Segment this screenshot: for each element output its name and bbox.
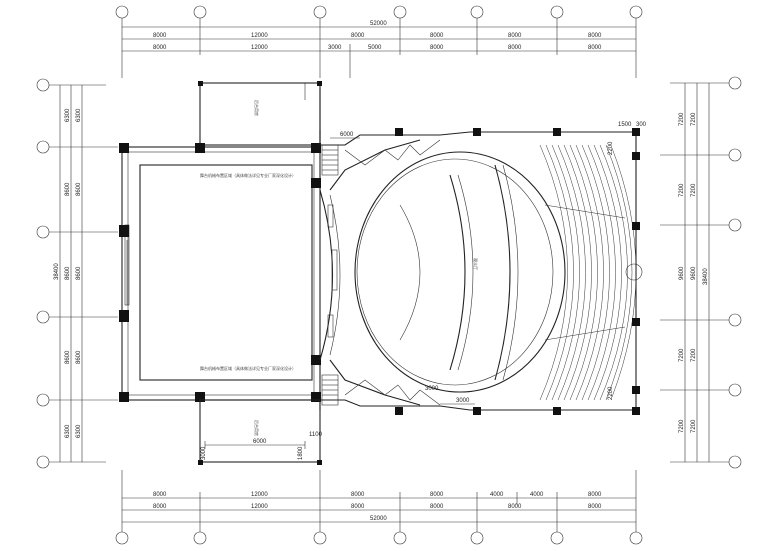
dim: 3000 bbox=[328, 45, 342, 51]
reflection-panels bbox=[327, 204, 338, 338]
left-dimension-lines bbox=[49, 84, 118, 463]
dim: 9600 bbox=[679, 266, 685, 280]
side-dim-a: 1100 bbox=[309, 432, 323, 438]
dim: 6300 bbox=[65, 108, 71, 122]
dim: 8000 bbox=[153, 492, 167, 498]
side-dim-b: 1800 bbox=[298, 446, 304, 460]
right-small-dim: 2200 bbox=[608, 141, 614, 155]
lower-dim-a: 3000 bbox=[456, 398, 470, 404]
bottom-dimension-row-2: 8000 12000 8000 8000 8000 8000 bbox=[153, 504, 602, 510]
dim: 12000 bbox=[251, 492, 268, 498]
dim: 8600 bbox=[76, 266, 82, 280]
dim: 7200 bbox=[691, 419, 697, 433]
right-dimension-lines bbox=[660, 82, 729, 463]
left-overall-dimension: 38400 bbox=[54, 263, 60, 280]
dim: 4000 bbox=[490, 492, 504, 498]
orchestra-ring: 观众厅 bbox=[354, 151, 566, 393]
dim: 6300 bbox=[76, 108, 82, 122]
top-axis-bubbles bbox=[115, 5, 643, 19]
auditorium-dimension-notes: 1500 300 2200 2200 6000 3000 3000 bbox=[330, 122, 647, 405]
seating-rows bbox=[539, 144, 637, 401]
dim: 8000 bbox=[351, 33, 365, 39]
dim: 8000 bbox=[588, 492, 602, 498]
right-dimension-segments: 7200 7200 9600 7200 7200 7200 7200 9600 … bbox=[679, 112, 697, 433]
dim: 8000 bbox=[430, 33, 444, 39]
dim: 8000 bbox=[153, 33, 167, 39]
dim: 12000 bbox=[251, 504, 268, 510]
dim: 8000 bbox=[153, 45, 167, 51]
stage-house: 舞台机械布置区域（具体做法详见专业厂家深化设计） 舞台机械布置区域（具体做法详见… bbox=[121, 146, 321, 401]
dim: 9600 bbox=[691, 266, 697, 280]
dim: 12000 bbox=[251, 45, 268, 51]
bottom-overall-dimension: 52000 bbox=[370, 516, 387, 522]
dim: 8000 bbox=[588, 33, 602, 39]
dim: 7200 bbox=[691, 183, 697, 197]
dim: 6300 bbox=[76, 424, 82, 438]
dim: 8600 bbox=[76, 350, 82, 364]
auditorium-columns bbox=[395, 128, 643, 415]
stage-top-dim: 6000 bbox=[340, 132, 354, 138]
dim: 8000 bbox=[430, 504, 444, 510]
bottom-dimension-lines bbox=[121, 470, 637, 532]
top-dimension-row-2: 8000 12000 3000 5000 8000 8000 8000 bbox=[153, 45, 602, 51]
dim: 7200 bbox=[679, 348, 685, 362]
top-backstage-room: 后台用房 bbox=[198, 81, 322, 146]
dim: 5000 bbox=[368, 45, 382, 51]
dim: 8000 bbox=[508, 504, 522, 510]
dim: 8600 bbox=[65, 350, 71, 364]
bottom-axis-bubbles bbox=[115, 531, 643, 545]
room-bottom-label: 后台用房 bbox=[254, 420, 260, 436]
stage-bottom-dim-b: 6000 bbox=[253, 439, 267, 445]
top-dimension-row-1: 8000 12000 8000 8000 8000 8000 bbox=[153, 33, 602, 39]
dim: 7200 bbox=[679, 183, 685, 197]
left-dimension-segments: 6300 8600 8600 8600 6300 6300 8600 8600 … bbox=[65, 108, 82, 438]
dim: 8600 bbox=[65, 182, 71, 196]
auditorium-outline bbox=[319, 130, 637, 411]
dim: 7200 bbox=[691, 348, 697, 362]
top-overall-dimension: 52000 bbox=[370, 21, 387, 27]
dim: 7200 bbox=[679, 112, 685, 126]
dim: 7200 bbox=[691, 112, 697, 126]
left-axis-bubbles bbox=[36, 78, 50, 469]
bottom-dimension-row-1: 8000 12000 8000 8000 4000 4000 8000 bbox=[153, 492, 602, 498]
right-top-dim: 1500 bbox=[618, 122, 632, 128]
right-small-dim-b: 2200 bbox=[608, 386, 614, 400]
dim: 7200 bbox=[679, 419, 685, 433]
dim: 8000 bbox=[430, 492, 444, 498]
balcony-edges bbox=[344, 139, 441, 406]
right-overall-dimension: 38400 bbox=[703, 268, 709, 285]
stairs-bottom bbox=[321, 374, 339, 406]
dim: 6300 bbox=[65, 424, 71, 438]
top-dimension-lines bbox=[121, 18, 637, 78]
stage-note-top: 舞台机械布置区域（具体做法详见专业厂家深化设计） bbox=[200, 172, 296, 178]
auditorium-label: 观众厅 bbox=[473, 258, 478, 270]
dim: 8000 bbox=[588, 504, 602, 510]
dim: 8000 bbox=[351, 504, 365, 510]
dim: 8000 bbox=[508, 33, 522, 39]
lower-dim-b: 3000 bbox=[425, 386, 439, 392]
dim: 4000 bbox=[530, 492, 544, 498]
right-top-dim-b: 300 bbox=[636, 122, 647, 128]
dim: 8000 bbox=[351, 492, 365, 498]
dim: 8600 bbox=[65, 266, 71, 280]
stairs-top bbox=[321, 144, 339, 176]
dim: 8600 bbox=[76, 182, 82, 196]
stage-note-bottom: 舞台机械布置区域（具体做法详见专业厂家深化设计） bbox=[200, 365, 296, 371]
right-axis-bubbles bbox=[728, 76, 742, 469]
stage-columns bbox=[119, 143, 321, 402]
dim: 8000 bbox=[153, 504, 167, 510]
dim: 8000 bbox=[508, 45, 522, 51]
dim: 8000 bbox=[588, 45, 602, 51]
bottom-backstage-room: 后台用房 6000 3000 1100 1800 bbox=[198, 399, 323, 465]
room-top-label: 后台用房 bbox=[254, 100, 260, 116]
dim: 12000 bbox=[251, 33, 268, 39]
dim: 8000 bbox=[430, 45, 444, 51]
stage-bottom-dim-a: 3000 bbox=[201, 446, 207, 460]
